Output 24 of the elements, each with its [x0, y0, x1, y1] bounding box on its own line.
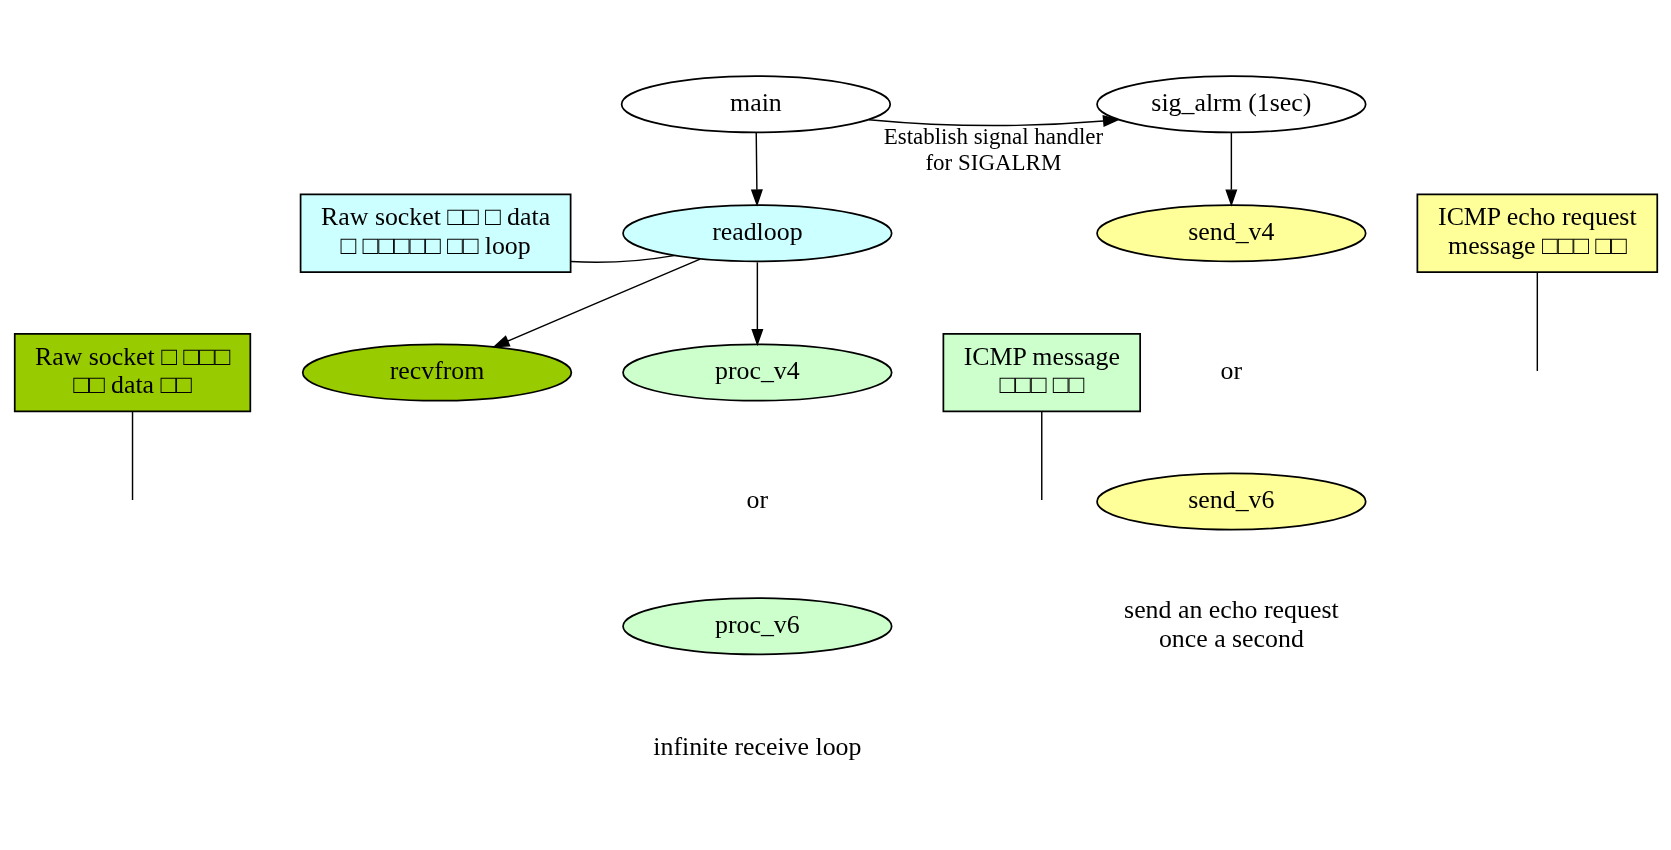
node-box: Raw socket □□ □ data □ □□□□□ □□ loop — [299, 193, 571, 273]
node-ellipse: proc_v4 — [621, 343, 892, 402]
node-ellipse: proc_v6 — [621, 597, 892, 656]
connector — [1536, 271, 1538, 372]
label: or — [746, 484, 768, 514]
connector — [1040, 411, 1042, 501]
arrow — [867, 115, 1120, 128]
arrow — [750, 132, 763, 207]
arrow — [491, 258, 701, 348]
connector — [131, 411, 133, 501]
arrow — [1224, 132, 1237, 207]
node-box: ICMP message □□□ □□ — [942, 332, 1141, 413]
label: infinite receive loop — [652, 731, 861, 761]
node-box: ICMP echo request message □□□ □□ — [1416, 193, 1658, 273]
node-ellipse: sig_alrm (1sec) — [1095, 75, 1367, 134]
node-ellipse: send_v4 — [1095, 204, 1367, 263]
node-ellipse: readloop — [621, 204, 892, 263]
label: send an echo request once a second — [1123, 595, 1339, 653]
node-ellipse: recvfrom — [301, 343, 572, 402]
connector — [569, 254, 675, 264]
label: or — [1220, 355, 1242, 385]
arrow — [750, 261, 763, 347]
node-ellipse: send_v6 — [1095, 472, 1367, 531]
node-box: Raw socket □ □□□ □□ data □□ — [13, 332, 251, 413]
